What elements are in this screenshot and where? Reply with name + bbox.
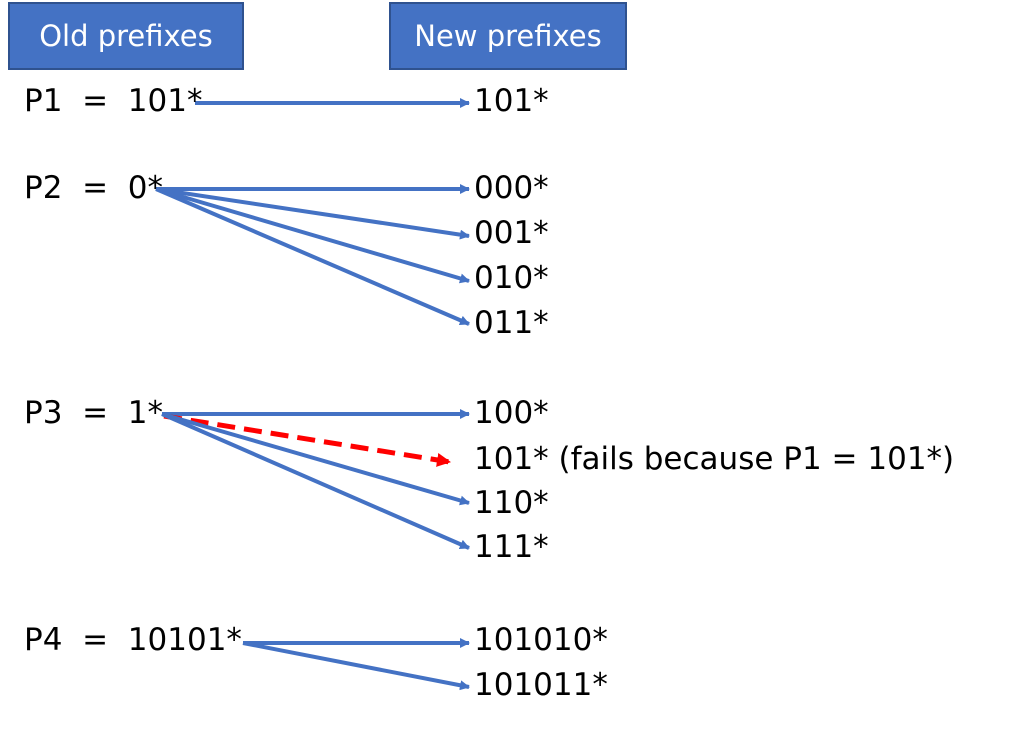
arrow-p2-to-010: [155, 187, 470, 284]
new-prefix-101-failed-note: 101* (fails because P1 = 101*): [474, 441, 955, 477]
new-prefix-010: 010*: [474, 260, 549, 296]
new-prefix-001: 001*: [474, 215, 549, 251]
arrow-p3-to-110: [161, 412, 470, 506]
old-prefix-p3: P3 = 1*: [24, 395, 164, 431]
arrow-p3-to-101-failed: [163, 413, 451, 467]
new-prefix-100: 100*: [474, 395, 549, 431]
arrow-p2-to-001: [155, 187, 470, 240]
old-prefix-p2: P2 = 0*: [24, 170, 164, 206]
arrow-p4-to-101011: [242, 641, 470, 691]
new-prefix-101010: 101010*: [474, 622, 608, 658]
new-prefix-000: 000*: [474, 170, 549, 206]
new-prefixes-header: New prefixes: [389, 2, 627, 70]
old-prefix-p1: P1 = 101*: [24, 83, 203, 119]
new-prefix-101011: 101011*: [474, 667, 608, 703]
new-prefix-101: 101*: [474, 83, 549, 119]
new-prefix-111: 111*: [474, 529, 549, 565]
new-prefix-011: 011*: [474, 305, 549, 341]
arrow-p3-to-111: [161, 412, 470, 550]
arrow-p2-to-011: [155, 187, 470, 326]
old-prefix-p4: P4 = 10101*: [24, 622, 242, 658]
new-prefix-110: 110*: [474, 485, 549, 521]
old-prefixes-header: Old prefixes: [8, 2, 244, 70]
